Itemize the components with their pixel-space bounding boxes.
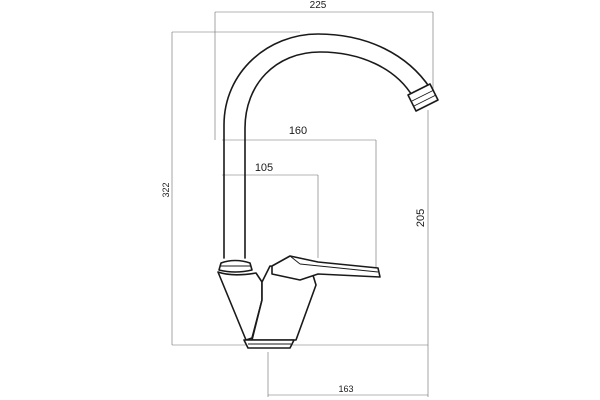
- base-flange: [243, 339, 295, 349]
- dimension-lines: [171, 11, 434, 397]
- dimension-labels: 225 160 105 322 205 163: [161, 0, 427, 394]
- faucet-outline: [217, 33, 439, 349]
- dim-163-label: 163: [338, 384, 353, 394]
- lever-handle: [271, 255, 381, 281]
- dim-105-label: 105: [255, 162, 273, 174]
- dim-225-label: 225: [310, 0, 327, 11]
- dim-160-label: 160: [289, 125, 307, 137]
- spout-neck: [223, 33, 431, 259]
- dim-205-label: 205: [415, 209, 427, 227]
- spout-outlet: [407, 83, 439, 112]
- dim-322-label: 322: [161, 182, 171, 197]
